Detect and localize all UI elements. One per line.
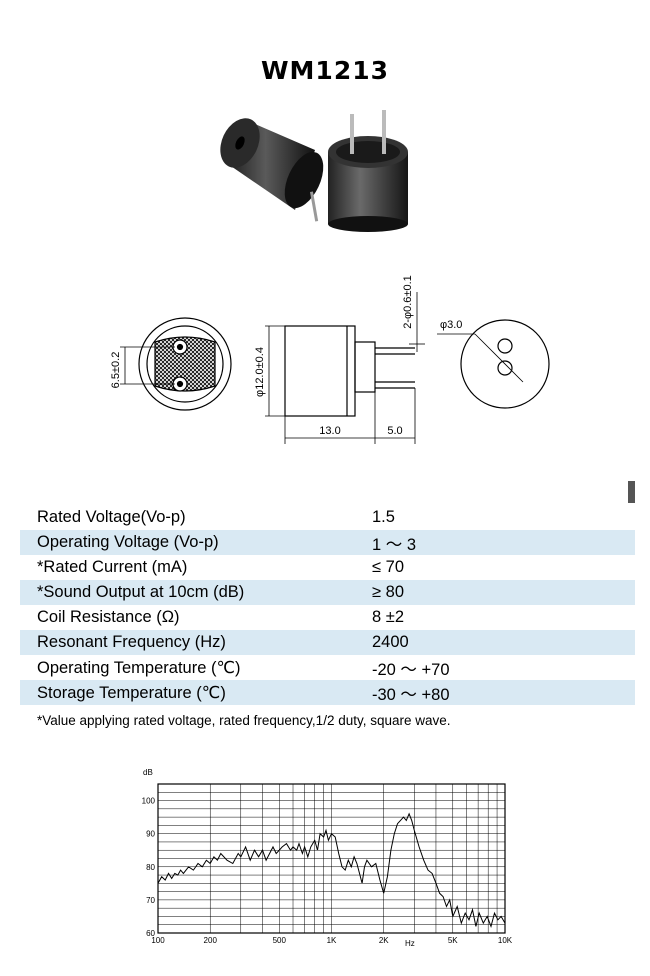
spec-value: 8 ±2 — [372, 608, 404, 626]
dimension-drawing: 6.5±0.2 φ12.0±0.4 2-φ0.6±0.1 φ3.0 13.0 5… — [110, 275, 550, 444]
x-tick-label: 500 — [273, 936, 287, 945]
spec-table: Rated Voltage(Vo-p) 1.5 Operating Voltag… — [20, 505, 635, 705]
y-tick-label: 100 — [142, 797, 156, 806]
spec-row: *Sound Output at 10cm (dB) ≥ 80 — [20, 580, 635, 605]
footnote: *Value applying rated voltage, rated fre… — [37, 713, 451, 728]
spec-value: 2400 — [372, 633, 409, 651]
dim-diameter: φ12.0±0.4 — [254, 347, 266, 397]
spec-label: Rated Voltage(Vo-p) — [37, 508, 186, 526]
spec-value: -30 ～ +80 — [372, 685, 450, 704]
spec-label: *Sound Output at 10cm (dB) — [37, 583, 245, 601]
bottom-view — [120, 317, 232, 411]
spec-label: *Rated Current (mA) — [37, 558, 188, 576]
buzzer-front-view — [220, 118, 324, 222]
spec-row: Rated Voltage(Vo-p) 1.5 — [20, 505, 635, 530]
y-tick-label: 60 — [146, 929, 155, 938]
spec-row: Storage Temperature (℃) -30 ～ +80 — [20, 680, 635, 705]
spec-row: Coil Resistance (Ω) 8 ±2 — [20, 605, 635, 630]
spec-row: Resonant Frequency (Hz) 2400 — [20, 630, 635, 655]
spec-label: Operating Voltage (Vo-p) — [37, 533, 219, 551]
buzzer-back-view — [328, 110, 408, 232]
product-title: WM1213 — [260, 56, 390, 85]
x-tick-label: 100 — [151, 936, 165, 945]
x-tick-label: 1K — [327, 936, 337, 945]
dim-pin-length: 5.0 — [387, 425, 402, 437]
x-tick-label: 2K — [379, 936, 389, 945]
y-tick-label: 70 — [146, 896, 155, 905]
dim-length: 13.0 — [319, 425, 340, 437]
spec-value: ≤ 70 — [372, 558, 404, 576]
y-tick-label: 90 — [146, 830, 155, 839]
dim-pin-spacing: 6.5±0.2 — [110, 352, 122, 389]
top-view — [437, 319, 550, 409]
y-axis-label: dB — [143, 768, 153, 777]
x-axis-label: Hz — [405, 939, 415, 948]
spec-label: Coil Resistance (Ω) — [37, 608, 180, 626]
spec-label: Storage Temperature (℃) — [37, 683, 226, 702]
x-tick-label: 200 — [204, 936, 218, 945]
product-photo — [220, 110, 408, 232]
spec-row: Operating Temperature (℃) -20 ～ +70 — [20, 655, 635, 680]
frequency-response-chart: 100 200 500 1K 2K 5K 10K 60 70 80 90 100 dB Hz — [142, 768, 513, 948]
spec-label: Resonant Frequency (Hz) — [37, 633, 226, 651]
scrollbar-thumb[interactable] — [628, 481, 635, 503]
spec-value: 1.5 — [372, 508, 395, 526]
x-tick-label: 5K — [448, 936, 458, 945]
spec-value: -20 ～ +70 — [372, 660, 450, 679]
side-view — [265, 292, 425, 444]
dim-pin-diameter: 2-φ0.6±0.1 — [402, 275, 414, 329]
spec-value: 1 ～ 3 — [372, 535, 417, 554]
y-tick-label: 80 — [146, 863, 155, 872]
spec-label: Operating Temperature (℃) — [37, 658, 241, 677]
dim-hole: φ3.0 — [440, 319, 462, 331]
x-tick-label: 10K — [498, 936, 513, 945]
spec-row: Operating Voltage (Vo-p) 1 ～ 3 — [20, 530, 635, 555]
spec-row: *Rated Current (mA) ≤ 70 — [20, 555, 635, 580]
spec-value: ≥ 80 — [372, 583, 404, 601]
series-line — [157, 812, 506, 929]
